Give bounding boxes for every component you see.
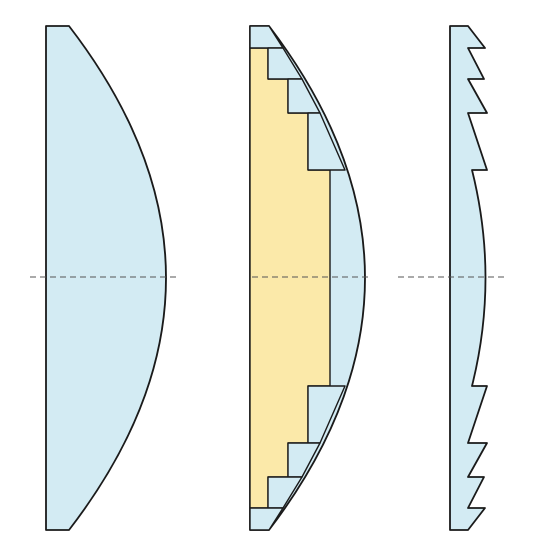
plano-convex-lens-body [45,25,167,531]
step-block [307,112,346,171]
step-blocks-top [249,25,346,171]
step-blocks-bottom [249,385,346,531]
plano-convex-lens [30,25,176,531]
fresnel-lens [398,25,508,531]
fresnel-construction [249,25,370,531]
fresnel-lens-body [449,25,488,531]
step-block [249,507,284,531]
